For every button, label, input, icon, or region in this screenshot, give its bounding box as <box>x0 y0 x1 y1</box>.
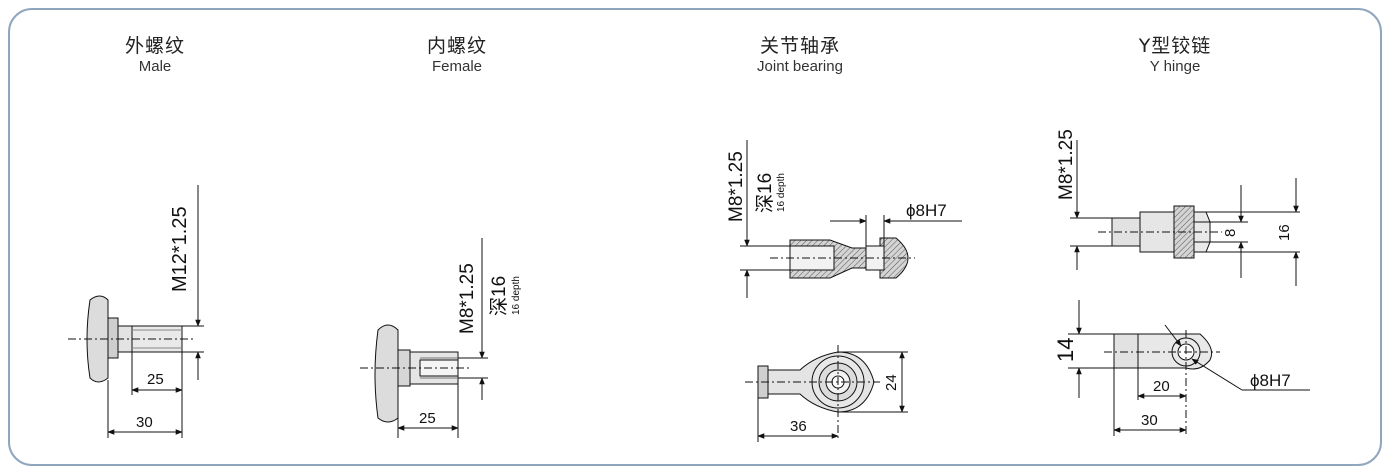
yhinge-dim-20: 20 <box>1153 378 1170 395</box>
male-dim-30: 30 <box>136 414 153 431</box>
female-dim-25: 25 <box>419 410 436 427</box>
title-male: 外螺纹 Male <box>95 34 215 76</box>
male-dim-25: 25 <box>147 371 164 388</box>
female-depth-label: 深16 <box>488 276 510 316</box>
yhinge-front-drawing <box>1068 300 1310 436</box>
title-yhinge-en: Y hinge <box>1149 58 1201 75</box>
joint-thread-label: M8*1.25 <box>726 151 747 222</box>
joint-front-drawing <box>745 345 908 442</box>
yhinge-dim-16: 16 <box>1276 224 1293 241</box>
female-depth-en-label: 16 depth <box>511 276 522 315</box>
joint-depth-en-label: 16 depth <box>776 173 787 212</box>
title-joint: 关节轴承 Joint bearing <box>720 34 880 76</box>
yhinge-thread-label: M8*1.25 <box>1056 129 1077 200</box>
title-joint-zh: 关节轴承 <box>759 35 840 57</box>
title-joint-en: Joint bearing <box>757 58 843 75</box>
joint-depth-label: 深16 <box>754 173 776 213</box>
title-male-en: Male <box>138 58 172 75</box>
yhinge-dim-14: 14 <box>1053 338 1078 362</box>
male-drawing <box>68 185 204 438</box>
title-female-en: Female <box>431 58 483 75</box>
joint-dim-36: 36 <box>790 418 807 435</box>
joint-side-drawing <box>740 140 962 298</box>
male-thread-label: M12*1.25 <box>169 206 191 292</box>
female-drawing <box>360 238 488 438</box>
yhinge-dim-30: 30 <box>1141 412 1158 429</box>
yhinge-side-drawing <box>1070 140 1300 286</box>
panel-frame <box>8 8 1382 466</box>
title-male-zh: 外螺纹 <box>124 35 185 57</box>
yhinge-bore-label: ϕ8H7 <box>1250 371 1291 390</box>
joint-bore-label: ϕ8H7 <box>906 201 947 220</box>
title-female-zh: 内螺纹 <box>426 35 487 57</box>
title-yhinge: Y型铰链 Y hinge <box>1105 34 1245 76</box>
joint-dim-24: 24 <box>883 374 900 391</box>
yhinge-dim-8: 8 <box>1222 229 1239 237</box>
title-female: 内螺纹 Female <box>397 34 517 76</box>
female-thread-label: M8*1.25 <box>457 263 478 334</box>
title-yhinge-zh: Y型铰链 <box>1138 35 1212 57</box>
